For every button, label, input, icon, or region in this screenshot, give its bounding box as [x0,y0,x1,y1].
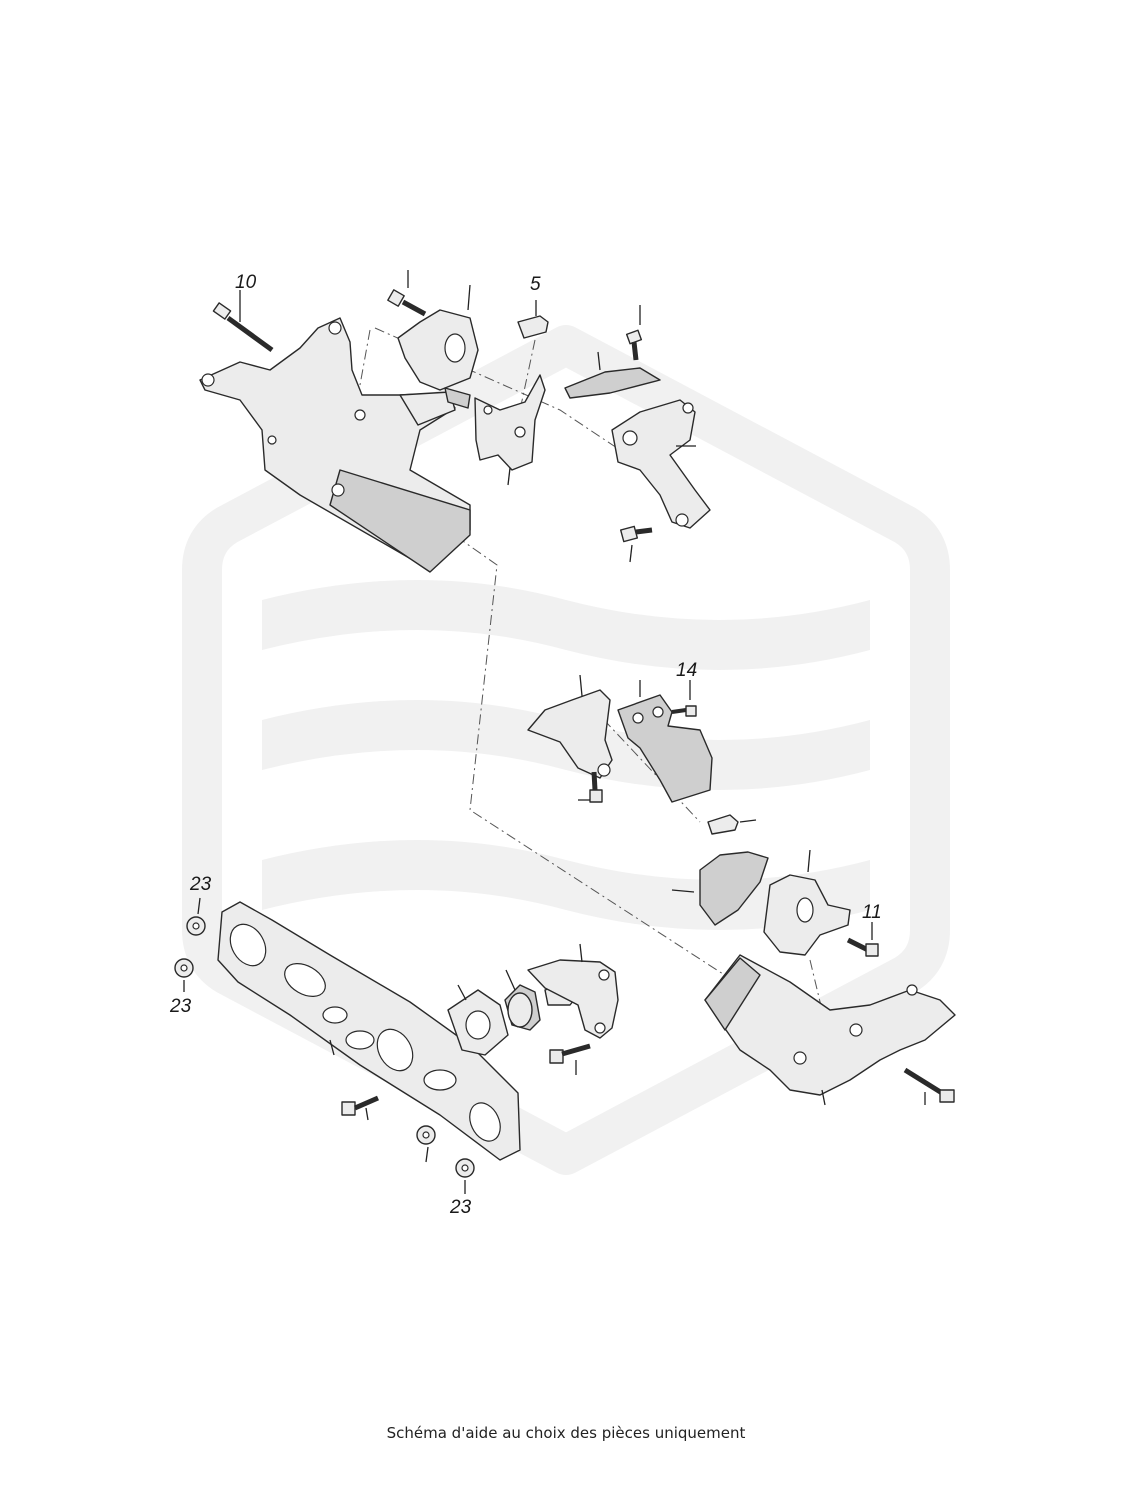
callout-5: 5 [530,274,541,295]
engine-mount-right: 11 [671,814,882,957]
subframe-left [199,317,471,573]
callout-23-bottom: 23 [449,1197,472,1218]
mount-bracket-middle: 14 [527,660,713,803]
engine-mount-top [387,270,479,409]
mount-components-lower [447,943,619,1075]
callout-11: 11 [862,902,882,923]
bolts-lower-left [341,1095,379,1121]
support-arm-upper [611,399,711,563]
nuts-23: 23 23 23 [169,874,475,1218]
crossmember-plate [217,901,521,1161]
callout-23-mid: 23 [169,996,192,1017]
rubber-cap-5: 5 [517,274,549,339]
callout-10: 10 [235,272,257,293]
callout-23-top: 23 [189,874,212,895]
heat-shield-upper [564,305,661,399]
footer-caption: Schéma d'aide au choix des pièces unique… [386,1424,746,1442]
bolt-10: 10 [212,272,274,353]
bracket-center [474,374,546,486]
subframe-right [704,954,956,1106]
callout-14: 14 [676,660,697,681]
